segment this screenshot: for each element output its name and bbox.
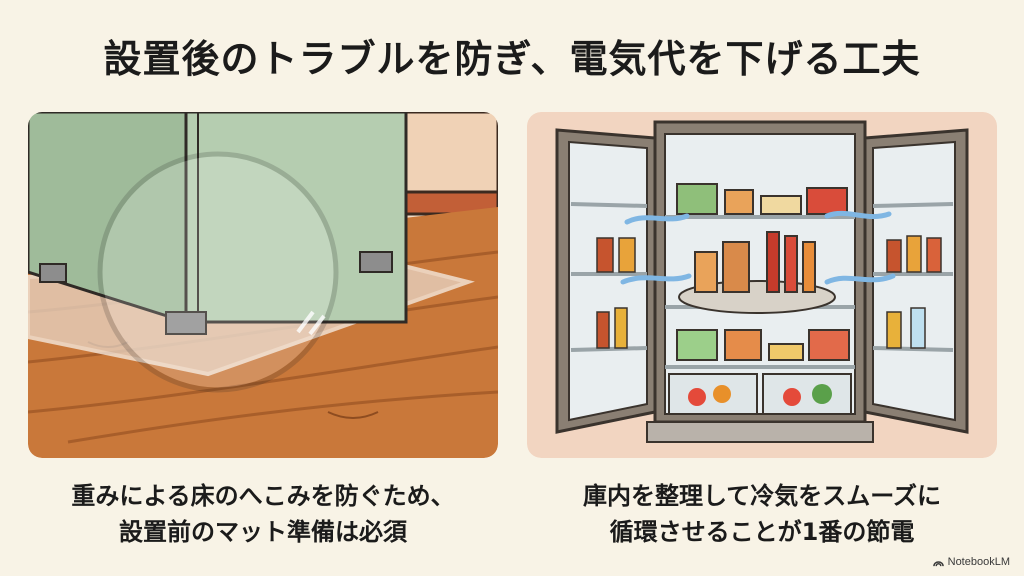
- fridge-on-mat-image: [28, 112, 498, 458]
- left-caption-line2: 設置前のマット準備は必須: [119, 518, 407, 546]
- right-caption: 庫内を整理して冷気をスムーズに 循環させることが1番の節電: [527, 478, 997, 550]
- page-title: 設置後のトラブルを防ぎ、電気代を下げる工夫: [103, 37, 921, 81]
- left-caption-line1: 重みによる床のへこみを防ぐため、: [71, 482, 455, 510]
- fridge-mat-illustration: [28, 112, 498, 458]
- left-caption: 重みによる床のへこみを防ぐため、 設置前のマット準備は必須: [28, 478, 498, 550]
- right-caption-line2: 循環させることが1番の節電: [609, 518, 915, 546]
- organized-fridge-image: [527, 112, 997, 458]
- brand-label: NotebookLM: [947, 556, 1010, 568]
- organized-fridge-illustration: [527, 112, 997, 458]
- brand-watermark: NotebookLM: [932, 556, 1010, 568]
- notebooklm-logo-icon: [932, 560, 944, 566]
- right-caption-line1: 庫内を整理して冷気をスムーズに: [582, 482, 942, 510]
